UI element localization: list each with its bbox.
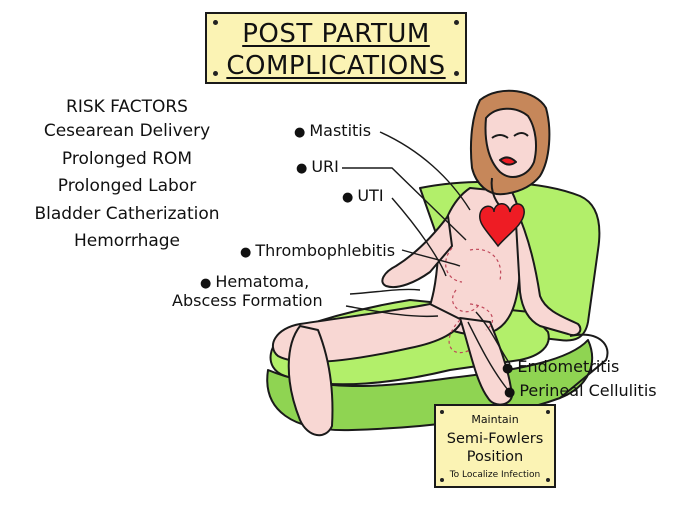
- screw-icon: [454, 20, 459, 25]
- bullet-icon: ●: [502, 361, 514, 376]
- risk-factors-list: RISK FACTORS Cesearean Delivery Prolonge…: [14, 96, 240, 256]
- sign-line-localize: To Localize Infection: [449, 470, 541, 480]
- label-uti: ●UTI: [342, 186, 384, 205]
- label-abscess-formation: Abscess Formation: [172, 291, 323, 310]
- bullet-icon: ●: [504, 385, 516, 400]
- heart-icon: [479, 203, 525, 248]
- internal-organs: [445, 247, 502, 354]
- risk-factor-item: Cesearean Delivery: [43, 121, 211, 141]
- bullet-icon: ●: [240, 245, 252, 260]
- label-thrombophlebitis: ●Thrombophlebitis: [240, 241, 396, 260]
- sign-line-semi-fowlers: Semi-Fowlers: [446, 431, 544, 447]
- risk-factor-item: Bladder Catherization: [34, 203, 220, 224]
- label-uri: ●URI: [296, 157, 339, 176]
- screw-icon: [440, 478, 444, 482]
- label-hematoma: ●Hematoma,: [200, 272, 310, 291]
- bullet-icon: ●: [296, 161, 308, 176]
- title-line-1: POST PARTUM: [242, 19, 430, 49]
- screw-icon: [213, 20, 218, 25]
- screw-icon: [213, 71, 218, 76]
- risk-factor-item: Hemorrhage: [73, 231, 181, 251]
- screw-icon: [454, 71, 459, 76]
- risk-factor-item: Prolonged ROM: [61, 148, 193, 169]
- patient-body: [272, 187, 582, 436]
- label-perineal-cellulitis: ●Perineal Cellulitis: [504, 381, 657, 400]
- risk-factors-heading: RISK FACTORS: [66, 97, 188, 117]
- sign-line-maintain: Maintain: [471, 413, 519, 426]
- leader-lines: [342, 131, 511, 391]
- label-mastitis: ●Mastitis: [294, 121, 372, 140]
- bullet-icon: ●: [200, 276, 212, 291]
- bullet-icon: ●: [294, 125, 306, 140]
- sign-line-position: Position: [466, 449, 524, 465]
- screw-icon: [546, 410, 550, 414]
- positioning-sign: Maintain Semi-Fowlers Position To Locali…: [434, 404, 556, 488]
- bullet-icon: ●: [342, 190, 354, 205]
- screw-icon: [440, 410, 444, 414]
- patient-head: [469, 89, 551, 213]
- label-endometritis: ●Endometritis: [502, 357, 620, 376]
- title-sign: POST PARTUM COMPLICATIONS: [205, 12, 467, 84]
- screw-icon: [546, 478, 550, 482]
- risk-factor-item: Prolonged Labor: [57, 176, 197, 196]
- title-line-2: COMPLICATIONS: [226, 51, 446, 81]
